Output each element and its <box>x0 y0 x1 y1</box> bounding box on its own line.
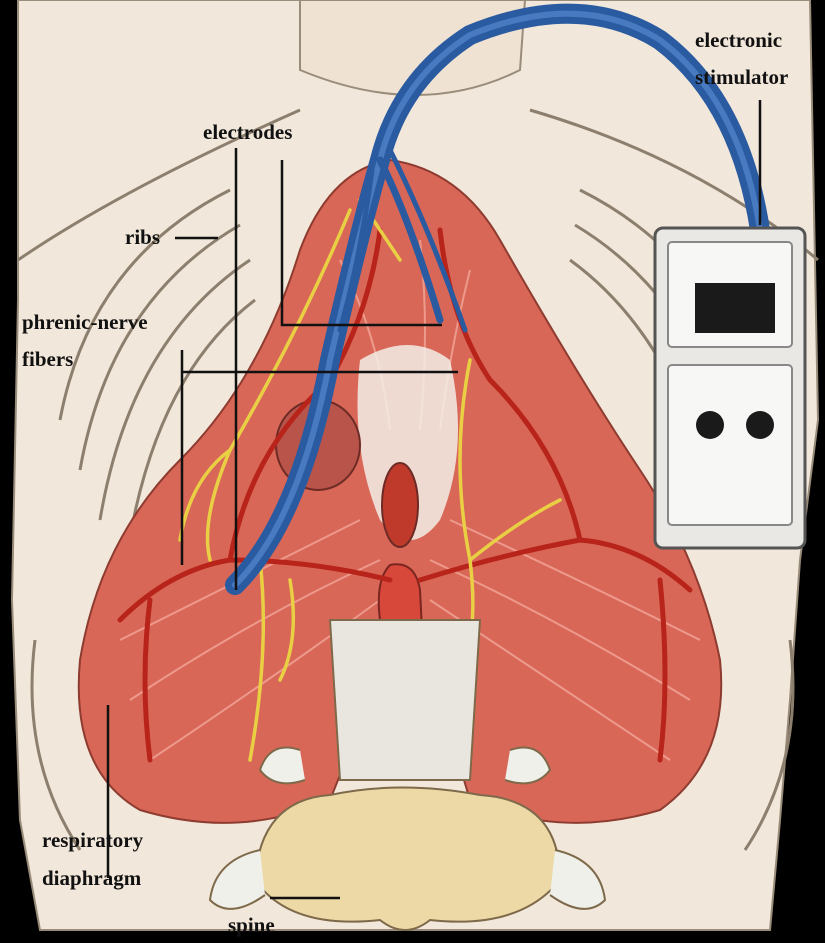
label-electrodes: electrodes <box>203 120 292 144</box>
label-electronic: electronic <box>695 28 782 52</box>
label-diaphragm: diaphragm <box>42 866 141 890</box>
stimulator-device <box>655 228 805 548</box>
esophageal-opening <box>382 463 418 547</box>
label-spine: spine <box>228 913 275 937</box>
label-fibers: fibers <box>22 347 73 371</box>
label-phrenic-nerve: phrenic-nerve <box>22 310 148 334</box>
stimulator-knob-left <box>696 411 724 439</box>
label-stimulator: stimulator <box>695 65 788 89</box>
stimulator-knob-right <box>746 411 774 439</box>
label-ribs: ribs <box>125 225 160 249</box>
stimulator-display <box>695 283 775 333</box>
label-respiratory: respiratory <box>42 828 143 852</box>
